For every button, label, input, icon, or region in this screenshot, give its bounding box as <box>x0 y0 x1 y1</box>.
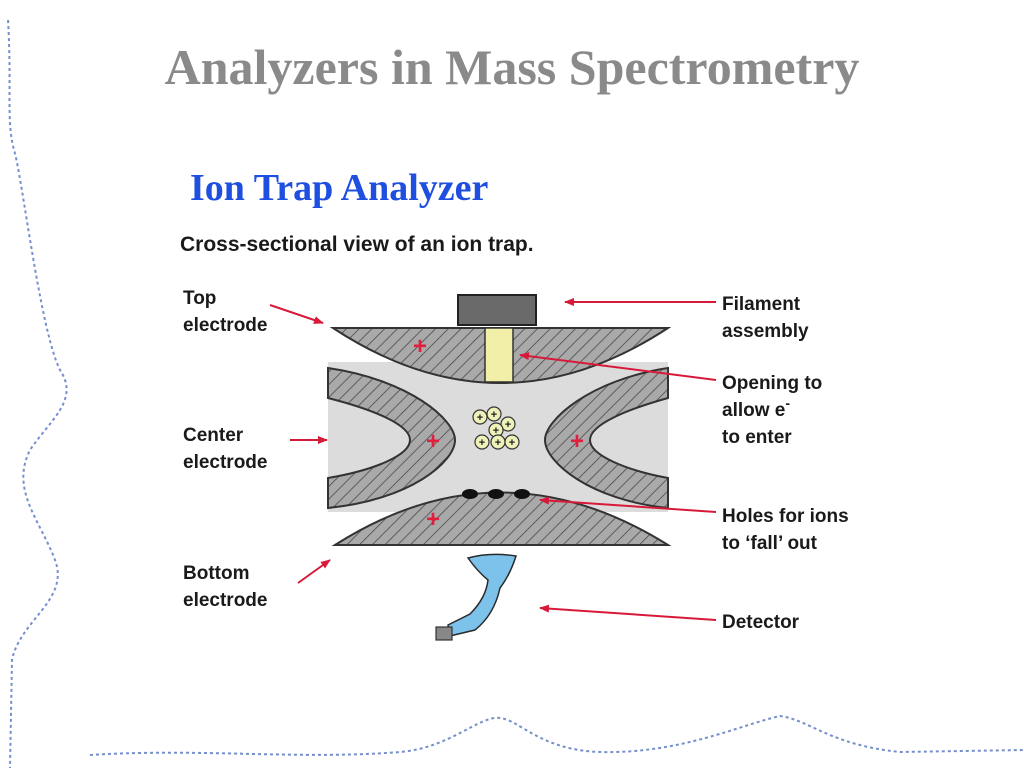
center-electrode-left-shape <box>327 366 457 510</box>
ion-cluster <box>472 406 520 450</box>
bottom-electrode-shape <box>331 491 672 546</box>
ion-hole <box>488 489 504 499</box>
label-detector: Detector <box>722 612 800 633</box>
label-center-electrode: Center electrode <box>183 425 267 473</box>
slide-title: Analyzers in Mass Spectrometry <box>164 39 860 95</box>
label-top-electrode: Top electrode <box>183 288 267 336</box>
ion-plus: + <box>477 412 483 424</box>
label-holes: Holes for ions to ‘fall’ out <box>722 506 854 554</box>
plus-center-right: + <box>570 428 584 455</box>
ion-plus: + <box>479 437 485 449</box>
ion-plus: + <box>491 409 497 421</box>
arrow-opening <box>519 352 717 381</box>
ion-plus: + <box>493 425 499 437</box>
ion-hole <box>462 489 478 499</box>
callout-arrows <box>269 298 717 621</box>
ion-plus: + <box>495 437 501 449</box>
label-filament-assembly: Filament assembly <box>722 294 809 342</box>
label-opening: Opening to allow e- to enter <box>722 373 828 448</box>
plus-center-left: + <box>426 428 440 455</box>
arrow-bottom-electrode <box>297 559 331 584</box>
diagram-caption: Cross-sectional view of an ion trap. <box>180 233 534 256</box>
center-electrode-right-shape <box>543 366 669 510</box>
ion-plus: + <box>505 419 511 431</box>
arrow-top-electrode <box>269 304 324 324</box>
arrow-detector <box>539 604 717 621</box>
ion-plus-signs: +++++++ <box>477 409 515 449</box>
arrow-holes <box>539 496 717 513</box>
plus-top-electrode: + <box>413 333 427 360</box>
ion-plus: + <box>509 437 515 449</box>
detector-shape <box>435 553 517 641</box>
ion-hole <box>514 489 530 499</box>
slide-subtitle: Ion Trap Analyzer <box>190 167 489 209</box>
electron-opening-shape <box>484 327 514 383</box>
label-bottom-electrode: Bottom electrode <box>183 563 267 611</box>
filament-assembly-shape <box>457 294 537 326</box>
plus-bottom-electrode: + <box>426 506 440 533</box>
